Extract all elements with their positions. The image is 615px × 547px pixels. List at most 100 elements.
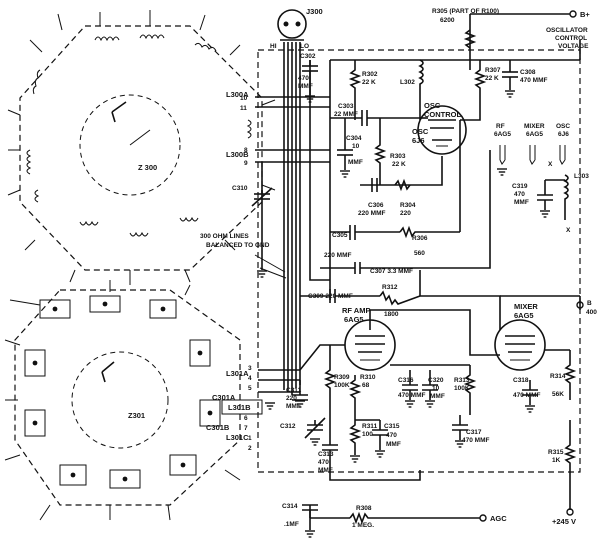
l300a-label: L300A: [226, 90, 249, 99]
c315-label-c: MMF: [386, 441, 401, 448]
b400-label-b: 400: [586, 309, 597, 316]
r310-label-a: R310: [360, 374, 376, 381]
r304-label-a: R304: [400, 202, 416, 209]
l301b-label: L301B: [228, 403, 251, 412]
c314-label-a: C314: [282, 503, 298, 510]
c308-label-a: C308: [520, 69, 536, 76]
r313-label-b: 100K: [454, 385, 470, 392]
connector-j300: [277, 9, 307, 41]
pin-2: 2: [248, 445, 252, 452]
r309-label-a: R309: [334, 374, 350, 381]
r304-label-b: 220: [400, 210, 411, 217]
c305-label-a: C305: [332, 232, 348, 239]
osc-voltage-label-2: CONTROL: [555, 35, 587, 42]
lines-label-2: BALANCED TO GND: [206, 242, 270, 249]
pin-11: 11: [240, 105, 247, 112]
pin-8: 8: [244, 147, 248, 154]
r314-label-b: 56K: [552, 391, 564, 398]
agc-label: AGC: [490, 514, 507, 523]
r313-label-a: R313: [454, 377, 470, 384]
hi-label: HI: [270, 43, 277, 50]
c303-label-a: C303: [338, 103, 354, 110]
c315-label-b: 470: [386, 432, 397, 439]
c312-label: C312: [280, 423, 296, 430]
osc-heater-label-b: 6J6: [558, 131, 569, 138]
r311-label-b: 100: [362, 431, 373, 438]
v245-label: +245 V: [552, 517, 576, 526]
c304-label-c: MMF: [348, 159, 363, 166]
c311-label-a: C311: [286, 387, 302, 394]
r306-label-a: R306: [412, 235, 428, 242]
osc-section-wiring: [302, 13, 581, 300]
turret-z300: [7, 10, 276, 285]
c319-label-a: C319: [512, 183, 528, 190]
c320-label-b: 10: [432, 385, 440, 392]
c304-label-b: 10: [352, 143, 360, 150]
b400-label-a: B: [587, 300, 592, 307]
r302-label-b: 22 K: [362, 79, 376, 86]
c319-l303: [537, 174, 569, 220]
r309-label-b: 100K: [334, 382, 350, 389]
mixer2-label-b: 6AG5: [514, 311, 534, 320]
c318-label-b: 470 MMF: [513, 392, 540, 399]
z301-label: Z301: [128, 411, 145, 420]
c320-label-a: C320: [428, 377, 444, 384]
pin-4: 4: [248, 375, 252, 382]
r310-label-b: 68: [362, 382, 370, 389]
l302-label: L302: [400, 79, 415, 86]
chassis-boundary: [257, 49, 581, 473]
r308-label-a: R308: [356, 505, 372, 512]
c311-label-b: 220: [286, 395, 297, 402]
c302-label-a: C302: [300, 53, 316, 60]
l303-label: L303: [574, 173, 589, 180]
x-marker-2: X: [548, 161, 553, 168]
c313-label-c: MMF: [318, 467, 333, 474]
r315-label-b: 1K: [552, 457, 561, 464]
rf-mixer-wiring: [258, 270, 581, 530]
c304-label-a: C304: [346, 135, 362, 142]
r302-label-a: R302: [362, 71, 378, 78]
c311-label-c: MMF: [286, 403, 301, 410]
r314-label-a: R314: [550, 373, 566, 380]
c313-label-b: 470: [318, 459, 329, 466]
osc-tube-label-b: 6J6: [412, 136, 425, 145]
l301c-label: L301C: [226, 433, 249, 442]
c316-label-b: 470 MMF: [398, 392, 425, 399]
c315-label-a: C315: [384, 423, 400, 430]
pin-10: 10: [240, 95, 248, 102]
r305-label-a: R305 (PART OF R100): [432, 8, 499, 15]
b-plus-label: B+: [580, 10, 590, 19]
c308-label-b: 470 MMF: [520, 77, 547, 84]
c316-label-a: C316: [398, 377, 414, 384]
r308-label-b: 1 MEG.: [352, 522, 374, 529]
c317-label-b: 470 MMF: [462, 437, 489, 444]
mixer-heater-label-b: 6AG5: [526, 131, 543, 138]
c305-label-b: 220 MMF: [324, 252, 351, 259]
pin-6: 6: [244, 415, 248, 422]
c302-label-b: 470: [298, 75, 309, 82]
pin-3: 3: [248, 365, 252, 372]
capacitor-c310: [251, 187, 273, 207]
c307-label: C307 3.3 MMF: [370, 268, 413, 275]
l300b-label: L300B: [226, 150, 249, 159]
r307-label-a: R307: [485, 67, 501, 74]
pin-9: 9: [244, 160, 248, 167]
osc-tube-label-a: OSC: [412, 127, 429, 136]
lo-label: LO: [300, 43, 309, 50]
tube-osc-6j6: [417, 105, 467, 155]
x-marker-1: X: [566, 227, 571, 234]
r303-label-b: 22 K: [392, 161, 406, 168]
heater-legend: [499, 145, 566, 165]
c314-label-b: .1MF: [284, 521, 299, 528]
pin-7: 7: [244, 425, 248, 432]
r312-label-b: 1800: [384, 311, 399, 318]
r305-label-b: 6200: [440, 17, 455, 24]
rfamp-label-a: RF AMP: [342, 306, 370, 315]
mixer2-label-a: MIXER: [514, 302, 538, 311]
r315-label-a: R315: [548, 449, 564, 456]
c319-label-b: 470: [514, 191, 525, 198]
lines-label-1: 300 OHM LINES: [200, 233, 249, 240]
r303-label-a: R303: [390, 153, 406, 160]
c301b-label: C301B: [206, 423, 230, 432]
